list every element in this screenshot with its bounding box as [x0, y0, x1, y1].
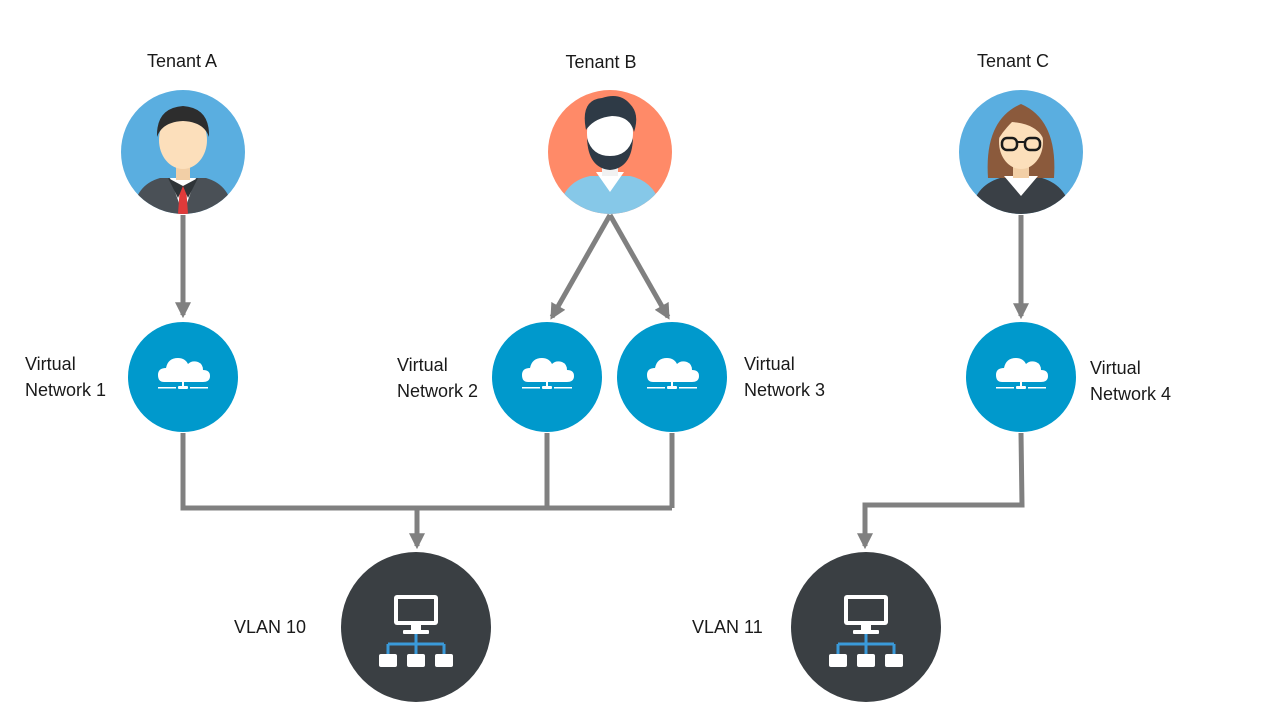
vlan-label-vlan10: VLAN 10 — [234, 617, 307, 637]
bearded-man-avatar — [548, 90, 672, 214]
bus-vlan10 — [180, 433, 675, 511]
woman-with-glasses-avatar — [959, 90, 1083, 214]
network-node-vn4[interactable] — [966, 322, 1076, 432]
network-node-vn1[interactable] — [128, 322, 238, 432]
network-label-line2: Network 2 — [397, 381, 479, 401]
arrow-tenant-b-to-vn2 — [549, 213, 613, 320]
man-in-suit-avatar — [121, 90, 245, 214]
vlan-node-vlan10[interactable] — [341, 552, 491, 702]
network-node-vn2[interactable] — [492, 322, 602, 432]
network-label-vn4: Virtual Network 4 — [1090, 355, 1171, 407]
network-label-line1: Virtual — [25, 354, 76, 374]
network-node-vn3[interactable] — [617, 322, 727, 432]
network-label-line2: Network 4 — [1090, 384, 1172, 404]
network-label-vn2: Virtual Network 2 — [397, 352, 478, 404]
tenant-label-b: Tenant B — [565, 52, 637, 72]
network-label-line1: Virtual — [744, 354, 795, 374]
tenant-label-a: Tenant A — [146, 51, 218, 71]
network-label-line1: Virtual — [397, 355, 448, 375]
vlan-node-vlan11[interactable] — [791, 552, 941, 702]
network-label-line2: Network 1 — [25, 380, 107, 400]
connector-vn4-to-vlan11 — [856, 432, 1025, 550]
network-label-line1: Virtual — [1090, 358, 1141, 378]
network-label-line2: Network 3 — [744, 380, 826, 400]
network-label-vn3: Virtual Network 3 — [744, 351, 825, 403]
arrow-tenant-b-to-vn3 — [607, 213, 671, 320]
connectors — [174, 213, 1030, 550]
vlan-label-vlan11: VLAN 11 — [692, 617, 763, 637]
network-label-vn1: Virtual Network 1 — [25, 351, 106, 403]
tenant-label-c: Tenant C — [976, 51, 1050, 71]
